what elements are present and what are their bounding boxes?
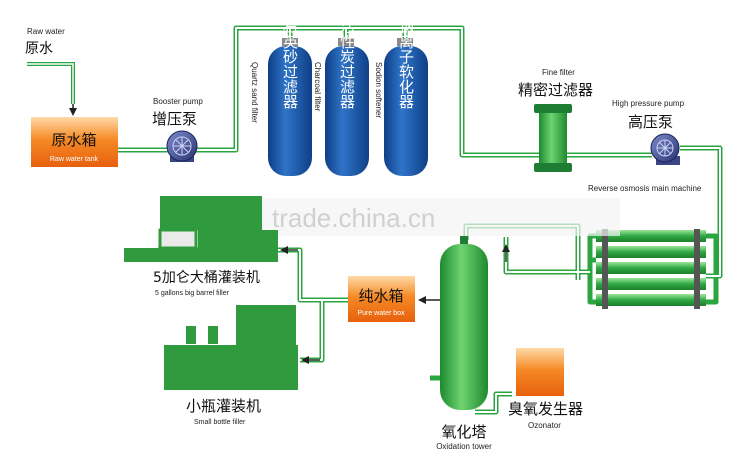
ozonator-label-en: Ozonator	[528, 421, 561, 430]
oxidation-tower: 氧化塔 Oxidation tower	[436, 236, 492, 451]
quartz-filter-label-cn: 石英砂过滤器	[281, 19, 299, 109]
ro-machine-label-en: Reverse osmosis main machine	[588, 184, 702, 193]
bottle-filler-machine: 小瓶灌装机 Small bottle filler	[164, 305, 298, 426]
barrel-filler-machine: 5加仑大桶灌装机 5 gallons big barrel filler	[124, 196, 278, 297]
watermark-text: trade.china.cn	[272, 203, 435, 233]
fine-filter: Fine filter 精密过滤器	[518, 68, 593, 172]
quartz-sand-filter: 石英砂过滤器 Quartz sand filter	[250, 19, 312, 176]
charcoal-filter-label-cn: 活性炭过滤器	[338, 19, 356, 109]
raw-water-tank: 原水箱 Raw water tank	[31, 117, 118, 167]
charcoal-filter-label-en: Charcoal filter	[313, 62, 322, 112]
bottle-filler-label-en: Small bottle filler	[194, 419, 246, 426]
softener-label-cn: 钠离子软化器	[397, 19, 415, 109]
fine-filter-label-cn: 精密过滤器	[518, 81, 593, 99]
oxidation-tower-label-en: Oxidation tower	[436, 442, 492, 451]
raw-water-inlet: Raw water 原水	[25, 27, 77, 116]
quartz-filter-label-en: Quartz sand filter	[250, 62, 259, 123]
pure-water-box-label-cn: 纯水箱	[358, 287, 403, 305]
ozonator: 臭氧发生器 Ozonator	[508, 348, 583, 430]
raw-water-tank-label-cn: 原水箱	[51, 131, 96, 149]
raw-water-tank-label-en: Raw water tank	[50, 156, 99, 163]
hp-pump-label-en: High pressure pump	[612, 99, 685, 108]
booster-pump-label-en: Booster pump	[153, 97, 203, 106]
ozonator-label-cn: 臭氧发生器	[508, 400, 583, 418]
pure-water-box: 纯水箱 Pure water box	[348, 276, 415, 322]
sodion-softener: 钠离子软化器 Sodion softener	[374, 19, 428, 176]
high-pressure-pump: High pressure pump 高压泵	[612, 99, 685, 165]
barrel-filler-label-cn: 5加仑大桶灌装机	[153, 270, 260, 286]
raw-water-label-cn: 原水	[25, 41, 53, 57]
pure-water-box-label-en: Pure water box	[357, 310, 405, 317]
hp-pump-label-cn: 高压泵	[628, 113, 673, 131]
barrel-filler-label-en: 5 gallons big barrel filler	[155, 290, 230, 297]
ro-main-machine: Reverse osmosis main machine	[588, 184, 706, 309]
bottle-filler-label-cn: 小瓶灌装机	[186, 397, 261, 415]
softener-label-en: Sodion softener	[374, 62, 383, 118]
fine-filter-label-en: Fine filter	[542, 68, 575, 77]
booster-pump-label-cn: 增压泵	[152, 110, 197, 128]
booster-pump: Booster pump 增压泵	[152, 97, 203, 162]
charcoal-filter: 活性炭过滤器 Charcoal filter	[313, 19, 369, 176]
oxidation-tower-label-cn: 氧化塔	[441, 423, 486, 441]
raw-water-label-en: Raw water	[27, 27, 65, 36]
